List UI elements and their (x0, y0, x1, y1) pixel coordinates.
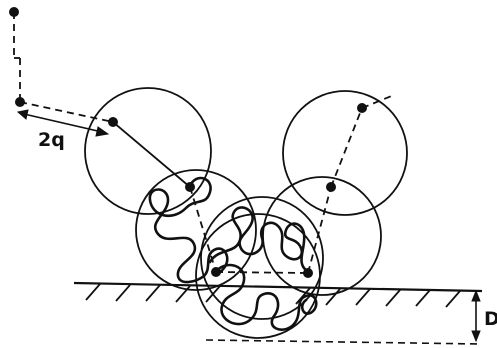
chain-corner-dot (15, 97, 25, 107)
blobs (85, 88, 407, 338)
label-d: D (484, 308, 497, 330)
blob-6-center-dot (357, 103, 367, 113)
label-2q: 2q (38, 129, 65, 151)
coil-blob-4 (210, 207, 309, 273)
blob-circle-5 (263, 177, 381, 295)
blob-3-center-dot (211, 267, 221, 277)
coils (150, 178, 316, 330)
blob-4-center-dot (303, 268, 313, 278)
surface-line (74, 283, 482, 291)
blob-5-center-dot (326, 182, 336, 192)
blob-1-center-dot (108, 117, 118, 127)
d-dimension-arrow (472, 291, 480, 341)
chain-backbone-solid (113, 122, 190, 187)
chain-end-dot (9, 7, 19, 17)
depth-reference-line (206, 340, 480, 344)
chain-backbone-dashed (14, 12, 394, 273)
blob-2-center-dot (185, 182, 195, 192)
